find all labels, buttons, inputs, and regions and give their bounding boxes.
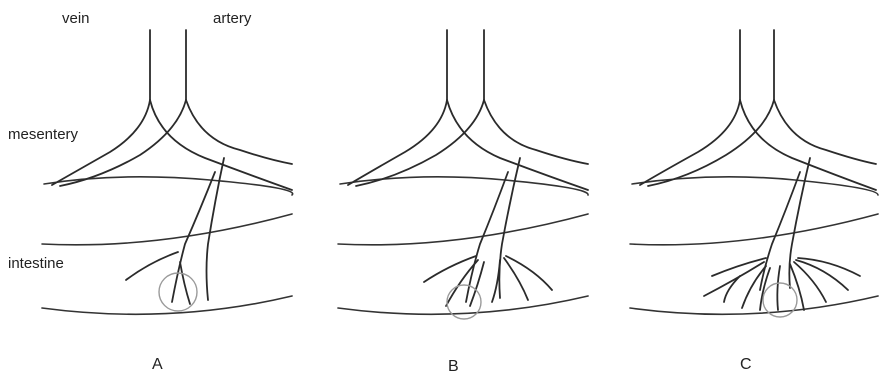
vasa-branch-1 xyxy=(712,258,766,276)
vein-arcade-left xyxy=(52,100,150,185)
panel-b xyxy=(338,30,588,319)
panel-c-label: C xyxy=(740,356,752,374)
vasa-branch-8 xyxy=(796,260,848,290)
artery-arcade-left xyxy=(356,100,484,186)
mesentery-bottom-curve xyxy=(42,214,292,245)
mesentery-top-curve xyxy=(632,177,878,195)
panel-b-vessels xyxy=(348,30,588,306)
vasa-branch-1 xyxy=(424,256,476,282)
vein-arcade-left xyxy=(640,100,740,185)
vasa-branch-4 xyxy=(760,268,770,310)
mesentery-bottom-curve xyxy=(630,214,878,245)
mesentery-bottom-curve xyxy=(338,214,588,245)
panel-a xyxy=(42,30,293,314)
vein-arcade-right xyxy=(447,100,588,190)
panel-a-vessels xyxy=(52,30,292,304)
panel-c xyxy=(630,30,878,317)
vasa-branch-3 xyxy=(470,262,484,306)
vein-arcade-left xyxy=(348,100,447,185)
panel-b-contours xyxy=(338,177,588,314)
mesentery-top-curve xyxy=(340,177,588,195)
intestine-wall-curve xyxy=(338,296,588,314)
artery-arcade-right xyxy=(186,100,292,164)
vasa-branch-6 xyxy=(506,256,552,290)
artery-arcade-right xyxy=(484,100,588,164)
panel-c-contours xyxy=(630,177,878,314)
panel-c-vessels xyxy=(640,30,876,310)
mesentery-top-curve xyxy=(44,177,293,195)
vasa-branch-mid xyxy=(180,262,190,304)
vasa-branch-5 xyxy=(777,266,780,310)
vein-arcade-right xyxy=(740,100,876,190)
panel-a-contours xyxy=(42,177,293,314)
artery-arcade-right xyxy=(774,100,876,164)
panel-a-label: A xyxy=(152,356,163,374)
highlight-circle xyxy=(159,273,197,311)
panel-b-label: B xyxy=(448,358,459,376)
vasa-branch-5 xyxy=(504,258,528,300)
intestine-wall-curve xyxy=(630,296,878,314)
vasa-branch-left xyxy=(126,252,178,280)
vasa-branch-9 xyxy=(798,258,860,276)
intestine-wall-curve xyxy=(42,296,292,314)
vasa-branch-7 xyxy=(794,262,826,302)
